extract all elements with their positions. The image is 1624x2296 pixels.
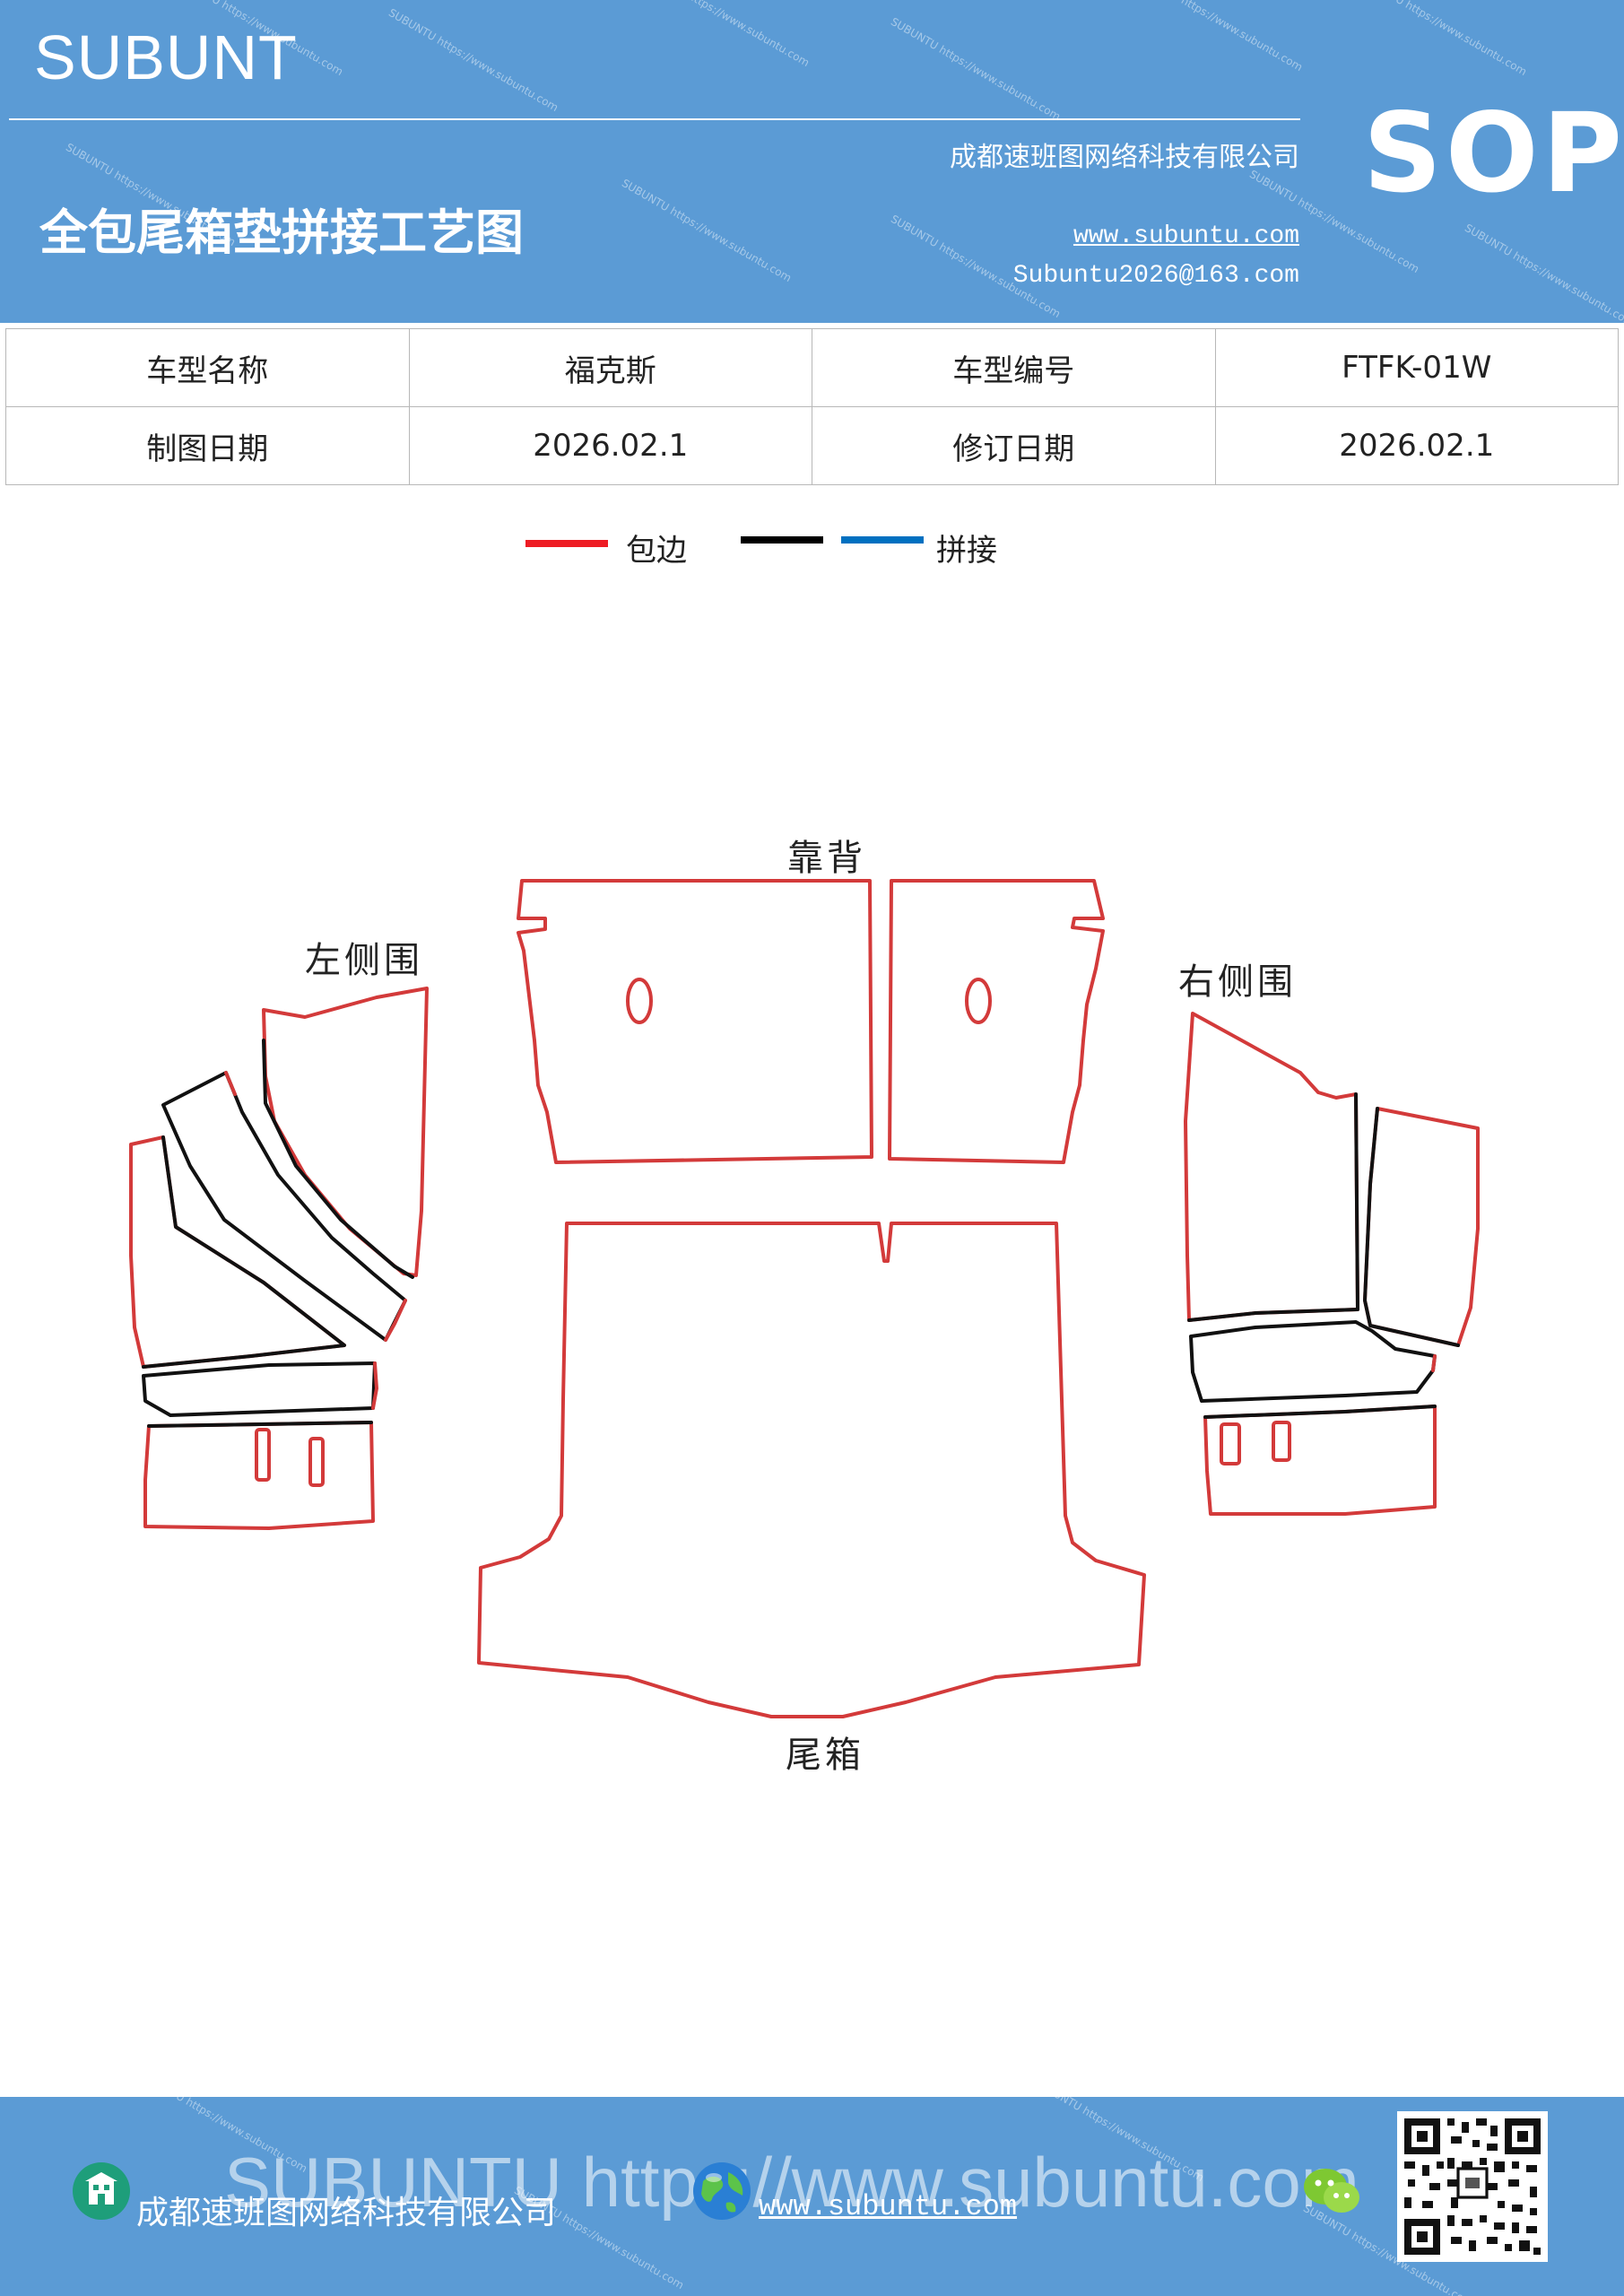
right-side-upper-seam bbox=[1363, 1107, 1460, 1347]
left-side-label: 左侧围 bbox=[305, 940, 423, 981]
legend-seam-black-swatch bbox=[741, 536, 823, 544]
sop-badge: SOP bbox=[1363, 90, 1624, 217]
left-side-lower-panel bbox=[129, 1135, 346, 1369]
left-side-base-panel bbox=[143, 1421, 375, 1530]
left-side-middle-panel bbox=[161, 1071, 407, 1342]
qr-code-icon bbox=[1397, 2111, 1548, 2262]
footer-banner: SUBUNTU https://www.subuntu.com SUBUNTU … bbox=[0, 2097, 1624, 2296]
backrest-right-hole bbox=[965, 978, 992, 1024]
header-website-link[interactable]: www.subuntu.com bbox=[1073, 222, 1299, 250]
table-row: 车型名称 福克斯 车型编号 FTFK-01W bbox=[5, 328, 1619, 407]
right-side-middle-panel bbox=[1189, 1320, 1437, 1403]
building-icon bbox=[73, 2162, 130, 2220]
table-cell: 修订日期 bbox=[812, 406, 1216, 485]
right-side-middle-edge bbox=[1431, 1354, 1437, 1372]
header-banner: SUBUNTU https://www.subuntu.com SUBUNTU … bbox=[0, 0, 1624, 323]
table-cell: 制图日期 bbox=[5, 406, 410, 485]
right-side-top-seam bbox=[1187, 1092, 1359, 1322]
wechat-icon bbox=[1304, 2169, 1359, 2213]
header-divider bbox=[9, 118, 1300, 120]
footer-watermark-text: SUBUNTU https://www.subuntu.com bbox=[224, 2143, 1359, 2222]
left-side-middle-edge bbox=[224, 1071, 407, 1342]
left-side-slot-2 bbox=[308, 1437, 325, 1487]
table-cell: FTFK-01W bbox=[1214, 328, 1619, 407]
table-cell: 车型编号 bbox=[812, 328, 1216, 407]
right-side-slot-2 bbox=[1272, 1421, 1291, 1462]
footer-company-name: 成都速班图网络科技有限公司 bbox=[136, 2195, 557, 2231]
brand-logo-text: SUBUNT bbox=[34, 22, 298, 92]
table-cell: 2026.02.1 bbox=[1214, 406, 1619, 485]
header-company-name: 成都速班图网络科技有限公司 bbox=[950, 142, 1299, 173]
left-side-top-seam bbox=[262, 1039, 414, 1279]
left-side-strip-edge bbox=[371, 1361, 378, 1410]
table-cell: 福克斯 bbox=[408, 328, 812, 407]
legend-seam-label: 拼接 bbox=[936, 533, 997, 569]
backrest-left-hole bbox=[626, 978, 653, 1024]
table-row: 制图日期 2026.02.1 修订日期 2026.02.1 bbox=[5, 406, 1619, 485]
trunk-label: 尾箱 bbox=[786, 1735, 864, 1776]
legend: 包边 拼接 bbox=[0, 520, 1624, 574]
backrest-label: 靠背 bbox=[787, 838, 866, 879]
right-side-label: 右侧围 bbox=[1178, 961, 1297, 1003]
header-email: Subuntu2026@163.com bbox=[1012, 262, 1299, 290]
table-cell: 车型名称 bbox=[5, 328, 410, 407]
table-cell: 2026.02.1 bbox=[408, 406, 812, 485]
left-side-strip-panel bbox=[142, 1361, 377, 1417]
legend-edge-swatch bbox=[525, 540, 608, 547]
right-side-base-seam bbox=[1203, 1405, 1437, 1419]
backrest-right-panel bbox=[888, 879, 1105, 1164]
footer-website-link[interactable]: www.subuntu.com bbox=[759, 2190, 1018, 2223]
legend-seam-blue-swatch bbox=[841, 536, 924, 544]
left-side-top-panel bbox=[262, 987, 429, 1277]
document-title: 全包尾箱垫拼接工艺图 bbox=[39, 204, 524, 261]
legend-edge-label: 包边 bbox=[626, 533, 687, 569]
trunk-floor-panel bbox=[477, 1222, 1146, 1718]
right-side-top-panel bbox=[1184, 1012, 1359, 1322]
right-side-upper-panel bbox=[1363, 1107, 1480, 1347]
left-side-slot-1 bbox=[255, 1428, 271, 1482]
backrest-left-panel bbox=[517, 879, 873, 1164]
globe-icon bbox=[693, 2162, 751, 2220]
left-side-base-seam bbox=[147, 1421, 373, 1428]
vehicle-info-table: 车型名称 福克斯 车型编号 FTFK-01W 制图日期 2026.02.1 修订… bbox=[5, 328, 1619, 485]
right-side-slot-1 bbox=[1220, 1422, 1241, 1465]
left-side-lower-seam bbox=[142, 1135, 346, 1369]
